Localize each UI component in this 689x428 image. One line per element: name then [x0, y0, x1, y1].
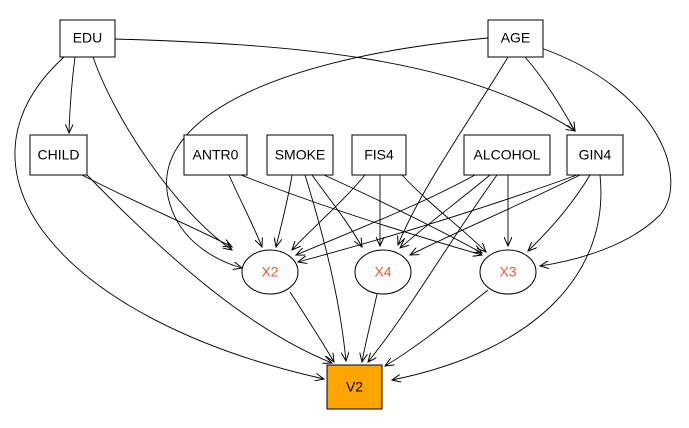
edge-fis4-to-x3 — [401, 174, 486, 252]
edge-x2-to-v2 — [289, 291, 334, 362]
node-child: CHILD — [29, 134, 88, 176]
node-fis4-label: FIS4 — [364, 147, 394, 163]
node-antr0: ANTR0 — [183, 134, 248, 176]
node-gin4: GIN4 — [566, 134, 624, 176]
node-v2-label: V2 — [346, 379, 363, 395]
edge-smoke-to-x2 — [276, 174, 293, 247]
node-v2: V2 — [326, 364, 383, 410]
node-fis4: FIS4 — [351, 134, 407, 176]
edge-gin4-to-x2 — [298, 174, 578, 262]
edge-child-to-x2 — [81, 174, 232, 247]
node-x4: X4 — [354, 249, 412, 295]
node-child-label: CHILD — [37, 147, 79, 163]
edge-alcohol-to-x2 — [296, 174, 476, 255]
edge-alcohol-to-v2 — [368, 174, 498, 362]
edge-gin4-to-v2 — [392, 174, 602, 380]
node-x4-label: X4 — [374, 264, 391, 280]
edge-smoke-to-v2 — [304, 174, 346, 361]
edge-age-to-x2 — [166, 37, 489, 268]
node-x2: X2 — [241, 249, 299, 295]
edge-alcohol-to-x4 — [400, 174, 491, 248]
node-age-label: AGE — [501, 30, 531, 46]
node-gin4-label: GIN4 — [579, 147, 612, 163]
edge-edu-to-x2 — [92, 56, 232, 250]
edge-child-to-v2 — [86, 174, 332, 363]
edge-fis4-to-x2 — [292, 174, 366, 250]
edge-edu-to-child — [69, 56, 76, 133]
node-edu-label: EDU — [73, 30, 103, 46]
edge-age-to-x4 — [398, 56, 509, 245]
edge-x4-to-v2 — [362, 293, 378, 362]
edge-gin4-to-x3 — [528, 174, 591, 251]
node-smoke-label: SMOKE — [275, 147, 326, 163]
node-smoke: SMOKE — [266, 134, 334, 176]
edge-antr0-to-x2 — [228, 174, 262, 247]
edge-edu-to-gin4 — [114, 38, 575, 131]
edge-x3-to-v2 — [385, 289, 489, 366]
node-edu: EDU — [59, 19, 116, 58]
edge-gin4-to-x4 — [410, 174, 581, 255]
node-antr0-label: ANTR0 — [193, 147, 239, 163]
edge-smoke-to-x4 — [311, 174, 362, 247]
edge-smoke-to-x3 — [323, 174, 482, 253]
nodes-layer: EDU AGE CHILD ANTR0 SMOKE FIS4 — [29, 19, 624, 410]
edge-age-to-gin4 — [524, 56, 575, 131]
node-alcohol-label: ALCOHOL — [474, 147, 541, 163]
node-x3: X3 — [479, 249, 537, 295]
node-x2-label: X2 — [261, 264, 278, 280]
node-x3-label: X3 — [499, 264, 516, 280]
edge-edu-to-v2 — [14, 56, 324, 379]
edges-layer — [14, 37, 672, 380]
node-age: AGE — [487, 19, 544, 58]
node-alcohol: ALCOHOL — [463, 134, 551, 176]
edge-antr0-to-x3 — [240, 174, 482, 255]
